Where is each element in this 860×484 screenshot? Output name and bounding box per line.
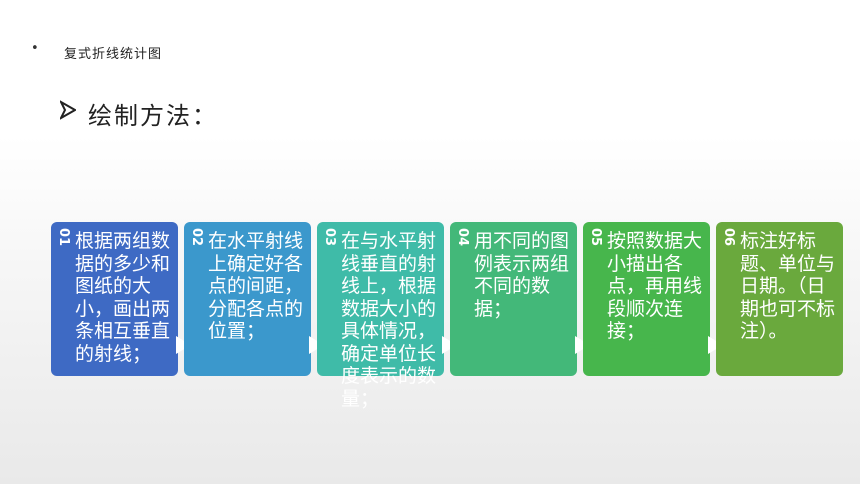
step-number: 03	[322, 228, 337, 247]
step-number: 04	[455, 228, 470, 247]
step-card-06: 06 标注好标题、单位与日期。（日期也可不标注）。	[716, 222, 843, 376]
step-card-04: 04 用不同的图例表示两组不同的数据；	[450, 222, 577, 376]
step-text: 标注好标题、单位与日期。（日期也可不标注）。	[740, 230, 836, 342]
step-card-02: 02 在水平射线上确定好各点的间距，分配各点的位置；	[184, 222, 311, 376]
bullet-dot: •	[31, 41, 39, 56]
step-text: 根据两组数据的多少和图纸的大小，画出两条相互垂直的射线；	[75, 230, 171, 365]
step-card-03: 03 在与水平射线垂直的射线上，根据数据大小的具体情况，确定单位长度表示的数量；	[317, 222, 444, 410]
step-card-01: 01 根据两组数据的多少和图纸的大小，画出两条相互垂直的射线；	[51, 222, 178, 376]
step-text: 按照数据大小描出各点，再用线段顺次连接；	[607, 230, 703, 342]
method-title: 绘制方法：	[88, 102, 218, 130]
step-text: 在水平射线上确定好各点的间距，分配各点的位置；	[208, 230, 304, 342]
step-text: 在与水平射线垂直的射线上，根据数据大小的具体情况，确定单位长度表示的数量；	[341, 230, 437, 410]
step-number: 02	[189, 228, 204, 247]
step-text: 用不同的图例表示两组不同的数据；	[474, 230, 570, 320]
step-number: 06	[721, 228, 736, 247]
step-number: 01	[56, 228, 71, 247]
step-card-05: 05 按照数据大小描出各点，再用线段顺次连接；	[583, 222, 710, 376]
arrow-bullet-icon	[60, 100, 76, 120]
page-header-title: 复式折线统计图	[64, 47, 163, 62]
step-number: 05	[588, 228, 603, 247]
